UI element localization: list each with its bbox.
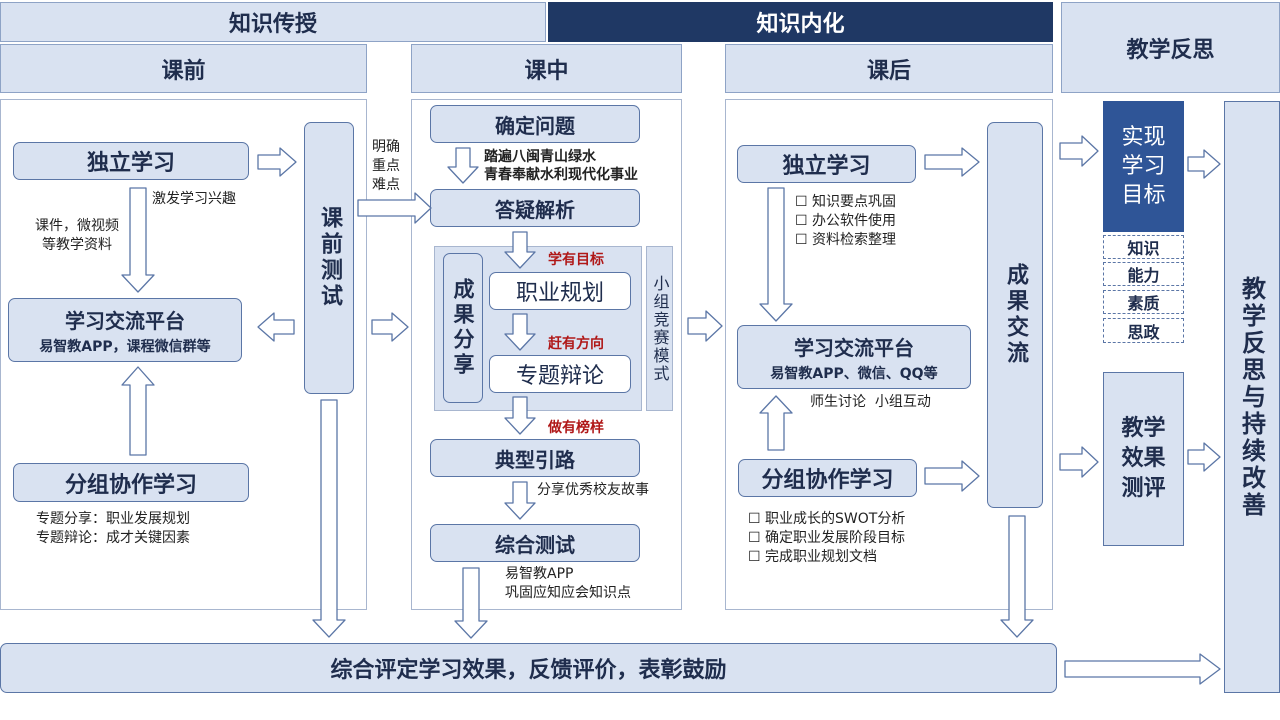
arrow-up-icon bbox=[759, 395, 793, 451]
header-teaching-reflection: 教学反思 bbox=[1061, 2, 1280, 93]
arrow-up-icon bbox=[121, 366, 155, 456]
arrow-left-icon bbox=[257, 312, 295, 342]
header-pre-class: 课前 bbox=[0, 44, 367, 93]
arrow-down-icon bbox=[504, 313, 536, 351]
goal-tag-ability: 能力 bbox=[1103, 262, 1184, 286]
define-problem-box: 确定问题 bbox=[430, 105, 640, 143]
arrow-right-icon bbox=[371, 312, 409, 342]
goal-box: 实现 学习 目标 bbox=[1103, 101, 1184, 232]
arrow-down-icon bbox=[312, 399, 346, 638]
arrow-right-icon bbox=[1187, 442, 1221, 472]
header-knowledge-transfer: 知识传授 bbox=[0, 2, 546, 42]
comprehensive-test-box: 综合测试 bbox=[430, 524, 640, 562]
pre-group-notes: 专题分享：职业发展规划 专题辩论：成才关键因素 bbox=[36, 511, 190, 546]
arrow-right-icon bbox=[687, 310, 723, 342]
arrow-right-icon bbox=[1064, 653, 1221, 685]
goal-tag-quality: 素质 bbox=[1103, 290, 1184, 314]
arrow-down-icon bbox=[504, 396, 536, 435]
evaluation-box: 教学 效果 测评 bbox=[1103, 372, 1184, 546]
header-knowledge-internalize: 知识内化 bbox=[548, 2, 1053, 42]
post-independent-study-box: 独立学习 bbox=[737, 145, 916, 183]
post-independent-items: ☐ 知识要点巩固 ☐ 办公软件使用 ☐ 资料检索整理 bbox=[795, 194, 897, 248]
typical-box: 典型引路 bbox=[430, 439, 640, 477]
define-problem-notes: 踏遍八闽青山绿水 青春奉献水利现代化事业 bbox=[484, 149, 638, 183]
arrow-right-icon bbox=[924, 147, 980, 177]
arrow-right-icon bbox=[924, 460, 980, 492]
career-planning-box: 职业规划 bbox=[489, 272, 631, 310]
post-platform-box: 学习交流平台 易智教APP、微信、QQ等 bbox=[737, 325, 971, 389]
pretest-box: 课前测试 bbox=[304, 122, 354, 394]
arrow-down-icon bbox=[1000, 515, 1034, 638]
direction-label: 赶有方向 bbox=[548, 336, 604, 352]
pre-materials-note: 课件，微视频 等教学资料 bbox=[35, 218, 119, 253]
mid-side-note: 明确 重点 难点 bbox=[372, 139, 400, 193]
continuous-improvement-box: 教学反思与持续改善 bbox=[1224, 101, 1280, 693]
pre-independent-study-box: 独立学习 bbox=[13, 142, 249, 180]
goal-tag-ideology: 思政 bbox=[1103, 318, 1184, 343]
post-group-study-box: 分组协作学习 bbox=[738, 459, 917, 497]
arrow-down-icon bbox=[121, 187, 155, 293]
test-notes: 易智教APP 巩固应知应会知识点 bbox=[505, 566, 631, 601]
goal-label: 学有目标 bbox=[548, 252, 604, 268]
header-in-class: 课中 bbox=[411, 44, 682, 93]
header-post-class: 课后 bbox=[725, 44, 1053, 93]
arrow-down-icon bbox=[504, 481, 536, 520]
arrow-right-icon bbox=[357, 192, 432, 224]
qa-box: 答疑解析 bbox=[430, 189, 640, 227]
typical-note: 分享优秀校友故事 bbox=[537, 482, 649, 498]
pre-platform-box: 学习交流平台 易智教APP，课程微信群等 bbox=[8, 298, 242, 362]
arrow-right-icon bbox=[257, 147, 297, 177]
arrow-right-icon bbox=[1059, 135, 1099, 167]
arrow-right-icon bbox=[1187, 149, 1221, 179]
pre-group-study-box: 分组协作学习 bbox=[13, 463, 249, 502]
arrow-right-icon bbox=[1059, 446, 1099, 478]
debate-box: 专题辩论 bbox=[489, 355, 631, 393]
pre-interest-note: 激发学习兴趣 bbox=[152, 191, 236, 207]
sharing-box: 成果分享 bbox=[443, 253, 483, 403]
goal-tag-knowledge: 知识 bbox=[1103, 235, 1184, 259]
post-group-items: ☐ 职业成长的SWOT分析 ☐ 确定职业发展阶段目标 ☐ 完成职业规划文档 bbox=[748, 511, 906, 565]
arrow-down-icon bbox=[759, 187, 793, 322]
results-exchange-box: 成果交流 bbox=[987, 122, 1043, 508]
role-model-label: 做有榜样 bbox=[548, 420, 604, 436]
arrow-down-icon bbox=[504, 231, 536, 269]
bottom-summary-bar: 综合评定学习效果，反馈评价，表彰鼓励 bbox=[0, 643, 1057, 693]
competition-box: 小组竞赛模式 bbox=[646, 246, 673, 411]
arrow-down-icon bbox=[454, 567, 488, 639]
arrow-down-icon bbox=[447, 147, 479, 184]
discussion-note: 师生讨论 小组互动 bbox=[810, 394, 931, 410]
